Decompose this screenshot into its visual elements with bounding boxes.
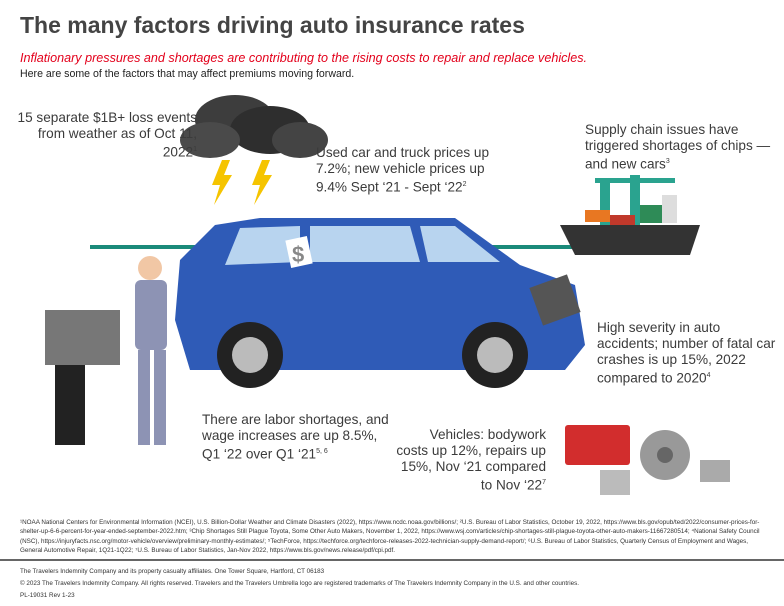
cargo-ship-icon <box>560 175 700 255</box>
fact-labor: There are labor shortages, and wage incr… <box>202 412 389 462</box>
footer: The Travelers Indemnity Company and its … <box>20 566 579 602</box>
page-title: The many factors driving auto insurance … <box>20 12 525 38</box>
windshield-price-sign: $ <box>292 242 304 267</box>
footnotes: ¹NOAA National Centers for Environmental… <box>20 519 760 554</box>
engine-icon <box>45 310 120 445</box>
fact-accident-severity: High severity in auto accidents; number … <box>597 320 776 386</box>
storm-cloud-icon <box>180 95 328 205</box>
tools-icon <box>565 425 730 495</box>
subtitle: Inflationary pressures and shortages are… <box>20 51 588 65</box>
mechanic-icon <box>135 256 167 445</box>
intro-text: Here are some of the factors that may af… <box>20 68 355 80</box>
divider <box>0 559 784 561</box>
footer-code: PL-19031 Rev 1-23 <box>20 592 75 599</box>
fact-weather: 15 separate $1B+ loss events from weathe… <box>17 110 197 160</box>
footer-copyright: © 2023 The Travelers Indemnity Company. … <box>20 580 580 587</box>
fact-vehicle-prices: Used car and truck prices up 7.2%; new v… <box>316 145 490 195</box>
footer-address: The Travelers Indemnity Company and its … <box>20 568 325 575</box>
fact-supply-chain: Supply chain issues have triggered short… <box>585 122 771 172</box>
suv-car-icon: $ <box>175 218 585 388</box>
fact-repair-costs: Vehicles: bodywork costs up 12%, repairs… <box>396 427 546 493</box>
